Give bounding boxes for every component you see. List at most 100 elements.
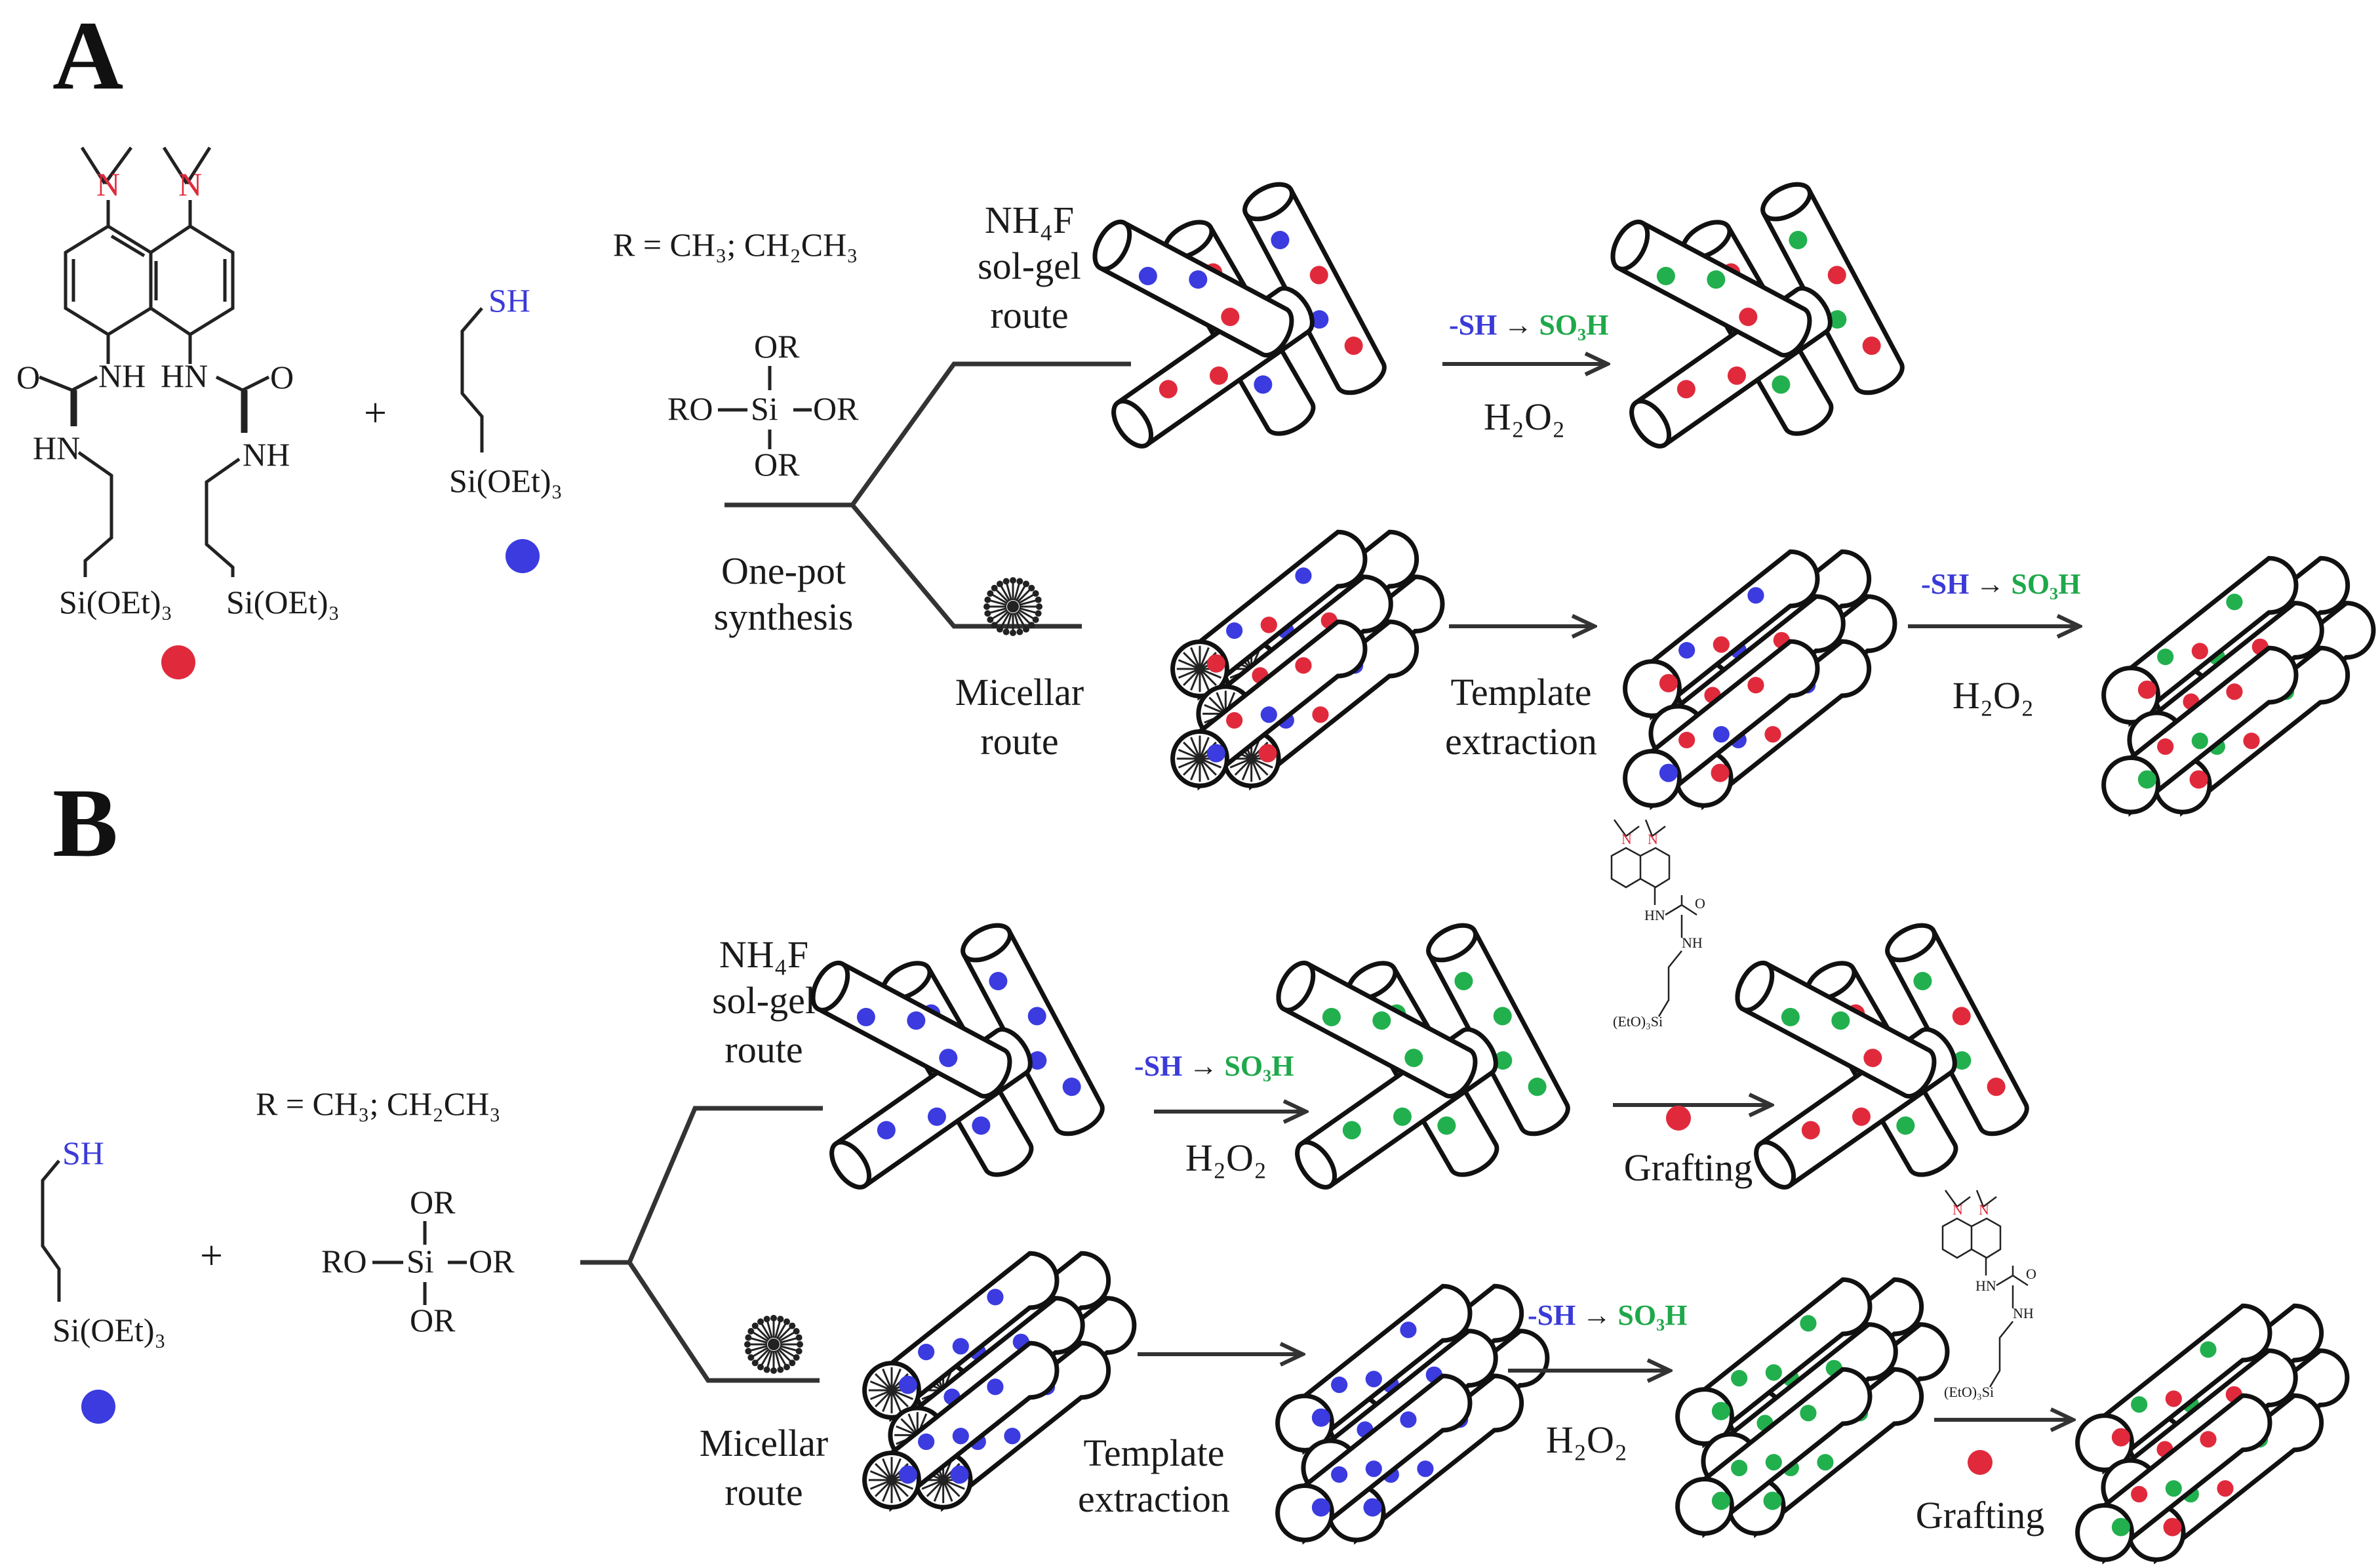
probe-nh-2: NH <box>1682 935 1703 951</box>
rod-end <box>829 1140 872 1190</box>
probe-methyls <box>1944 1190 1997 1207</box>
micelle-tail <box>1017 611 1031 625</box>
h2o2-label-a1: H₂O₂ <box>1484 395 1565 438</box>
functional-group-dot <box>1727 366 1746 385</box>
oxygen-right: O <box>270 359 294 395</box>
tube-body <box>1249 619 1419 791</box>
functional-group-dot <box>1953 1051 1972 1070</box>
tube-body <box>2102 1393 2272 1565</box>
functional-group-dot <box>2157 648 2174 666</box>
so3h-label-b2: SO₃H <box>1617 1299 1687 1331</box>
functional-group-dot <box>898 1465 917 1484</box>
micelle-tail <box>1005 582 1012 601</box>
functional-group-dot <box>1781 1007 1800 1026</box>
svg-text:-SH→SO₃H: -SH→SO₃H <box>1449 309 1608 341</box>
micelle-tail <box>766 1350 773 1369</box>
plus-b: + <box>200 1234 223 1278</box>
micelle-tail <box>755 1348 770 1363</box>
rod-end <box>1242 182 1294 222</box>
micelle-head <box>757 1318 764 1325</box>
functional-group-dot <box>1437 1116 1456 1135</box>
functional-group-dot <box>1062 1077 1081 1096</box>
bundle-tube <box>2101 555 2299 727</box>
template-extraction-step-b: Template extraction <box>1078 1354 1301 1520</box>
onepot-label: One-pot <box>721 550 846 592</box>
micelle-head <box>997 626 1003 633</box>
h2o2-label-b2: H₂O₂ <box>1546 1418 1627 1461</box>
si-oet3-mpa: Si(OEt)₃ <box>449 462 563 499</box>
micelle-head <box>793 1354 800 1361</box>
silica-rod <box>810 960 1012 1099</box>
rod-end <box>1735 960 1775 1013</box>
r-definition-a: R = CH₃; CH₂CH₃ <box>613 226 858 263</box>
functional-group-dot <box>2137 680 2156 699</box>
micelle-head <box>1036 603 1042 610</box>
probe-silane: (EtO)₃Si <box>1613 1013 1663 1030</box>
micelle-tail <box>995 588 1009 603</box>
probe-nitrogen-2: N <box>1979 1201 1989 1218</box>
micelle-head <box>789 1322 796 1329</box>
micelle-tail <box>766 1319 773 1338</box>
or-right-b: OR <box>469 1243 515 1279</box>
bundle-tube <box>1623 549 1820 721</box>
tube-body <box>1702 1277 1873 1449</box>
bundle-tube <box>1326 1373 1524 1545</box>
micelle-head <box>1010 577 1016 584</box>
tube-body <box>1702 1367 1873 1538</box>
micelle-head <box>984 610 991 617</box>
micelle-tail <box>776 1322 787 1340</box>
tube-body <box>2180 645 2350 817</box>
silica-rod <box>1242 182 1387 395</box>
sh-label-a1: -SH <box>1449 309 1497 341</box>
functional-group-dot <box>2189 770 2208 789</box>
r-definition-b: R = CH₃; CH₂CH₃ <box>256 1085 501 1122</box>
probe-methyls <box>1613 819 1666 837</box>
functional-group-dot <box>1322 1007 1341 1026</box>
functional-group-dot <box>1004 1428 1021 1445</box>
functional-group-dot <box>987 1289 1004 1306</box>
sh-b: SH <box>62 1135 104 1171</box>
micelle-tail <box>755 1326 770 1340</box>
silica-rod <box>1885 923 2029 1136</box>
micelle-head <box>747 1354 755 1361</box>
panel-label-a: A <box>52 1 123 110</box>
silica-rod <box>1610 219 1812 358</box>
probe-urea <box>1996 1266 2029 1308</box>
functional-group-dot <box>1309 266 1328 285</box>
grafting-step-b1: Grafting <box>1613 1105 1770 1189</box>
functional-group-dot <box>2111 1428 2130 1447</box>
tube-body <box>2128 555 2299 727</box>
rod-end <box>1426 923 1478 963</box>
probe-nh-2: NH <box>2013 1305 2034 1321</box>
functional-group-dot <box>1027 1007 1046 1026</box>
micelle-tail <box>1018 609 1035 620</box>
extraction-label-a: extraction <box>1445 720 1597 763</box>
route-line-solgel-a <box>724 361 1131 508</box>
micellar-bundle-oxidized <box>2101 555 2376 817</box>
probe-nitrogen-1: N <box>1621 831 1632 847</box>
micelle-tail <box>760 1349 772 1367</box>
silica-rod <box>1760 182 1905 395</box>
functional-group-dot <box>2131 1485 2148 1503</box>
functional-group-dot <box>1747 677 1764 694</box>
synthesis-label: synthesis <box>714 595 854 638</box>
functional-group-dot <box>1331 1376 1348 1394</box>
sh-a: SH <box>488 282 530 319</box>
functional-group-dot <box>952 1338 969 1355</box>
functional-group-dot <box>918 1433 935 1451</box>
si-a: Si <box>751 390 778 427</box>
route-line-solgel-b <box>580 1106 823 1265</box>
micelle-tail <box>988 607 1007 614</box>
functional-group-dot <box>972 1116 991 1135</box>
rod-end <box>1276 960 1316 1013</box>
nitrogen-left: N <box>96 166 120 203</box>
micelle-head <box>1010 630 1016 636</box>
functional-group-dot <box>1678 731 1696 749</box>
mercaptopropyl-precursor-a: SH Si(OEt)₃ <box>449 282 563 573</box>
tube-body <box>2128 645 2299 817</box>
plus-a: + <box>364 391 387 435</box>
micelle-head <box>770 1367 777 1374</box>
micelle-core <box>886 1385 897 1396</box>
functional-group-dot <box>2111 1518 2130 1537</box>
